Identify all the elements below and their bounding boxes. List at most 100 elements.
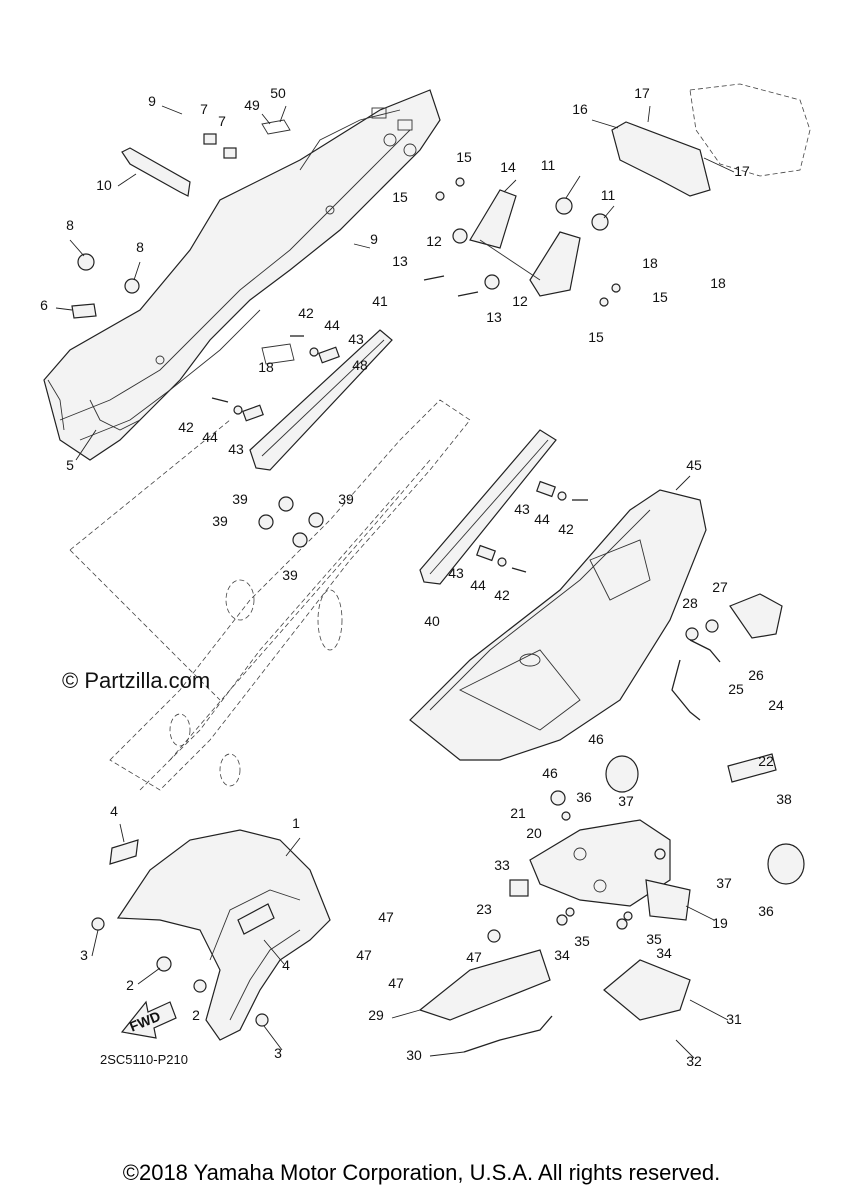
callout-c13b: 13: [486, 309, 502, 325]
callout-c19: 19: [712, 915, 728, 931]
clip-nut: [203, 133, 217, 145]
fwd-arrow: FWD: [120, 1000, 177, 1039]
tail-lens: [729, 593, 783, 639]
bracket-small: [71, 303, 97, 319]
grommet: [77, 253, 95, 271]
callout-c44c: 44: [534, 511, 550, 527]
callout-c17a: 17: [634, 85, 650, 101]
reflector-mount: [645, 879, 691, 921]
license-light-housing: [529, 819, 671, 907]
callout-c24: 24: [768, 697, 784, 713]
callout-c9a: 9: [148, 93, 156, 109]
diagram-code: 2SC5110-P210: [100, 1052, 188, 1067]
front-fender: [116, 829, 331, 1041]
clip-nut: [223, 147, 237, 159]
callout-c44d: 44: [470, 577, 486, 593]
tail-bracket-assembly: [423, 177, 621, 307]
callout-c32: 32: [686, 1053, 702, 1069]
callout-c23: 23: [476, 901, 492, 917]
callout-c7a: 7: [200, 101, 208, 117]
callout-c29: 29: [368, 1007, 384, 1023]
callout-c44b: 44: [202, 429, 218, 445]
callout-c20: 20: [526, 825, 542, 841]
callout-c34a: 34: [554, 947, 570, 963]
turn-signal-left: [605, 755, 639, 793]
callout-c7b: 7: [218, 113, 226, 129]
callout-c39c: 39: [212, 513, 228, 529]
callout-c25: 25: [728, 681, 744, 697]
turn-signal-right: [767, 843, 805, 885]
callout-c11a: 11: [541, 157, 556, 173]
callout-c35b: 35: [646, 931, 662, 947]
callout-c15b: 15: [392, 189, 408, 205]
callout-c50: 50: [270, 85, 286, 101]
callout-c8b: 8: [136, 239, 144, 255]
callout-c46a: 46: [588, 731, 604, 747]
damper: [509, 879, 529, 897]
callout-c41: 41: [372, 293, 388, 309]
callout-c42b: 42: [178, 419, 194, 435]
callout-c3b: 3: [274, 1045, 282, 1061]
watermark: © Partzilla.com: [62, 668, 211, 693]
callout-c39a: 39: [232, 491, 248, 507]
callout-c8a: 8: [66, 217, 74, 233]
callout-c28: 28: [682, 595, 698, 611]
callout-c40: 40: [424, 613, 440, 629]
bolt-set: [211, 335, 588, 573]
callout-c43d: 43: [448, 565, 464, 581]
callout-c5: 5: [66, 457, 74, 473]
callout-c49: 49: [244, 97, 260, 113]
callout-c15d: 15: [588, 329, 604, 345]
callout-c14: 14: [500, 159, 516, 175]
callout-c36a: 36: [576, 789, 592, 805]
callout-c37b: 37: [716, 875, 732, 891]
callout-c12b: 12: [512, 293, 528, 309]
callout-c18c: 18: [258, 359, 274, 375]
callout-c34b: 34: [656, 945, 672, 961]
warning-label: [261, 119, 291, 135]
callout-c47b: 47: [356, 947, 372, 963]
callout-c15c: 15: [652, 289, 668, 305]
fender-decal: [109, 839, 139, 865]
callout-c42d: 42: [494, 587, 510, 603]
rear-frame-assembly: [43, 89, 441, 461]
license-plate-bracket: [603, 959, 691, 1021]
callout-c35a: 35: [574, 933, 590, 949]
footrest-bracket: [418, 949, 551, 1021]
callout-c15a: 15: [456, 149, 472, 165]
callout-c11b: 11: [601, 187, 616, 203]
callout-c47d: 47: [466, 949, 482, 965]
nut-set: [258, 496, 324, 548]
callout-c10: 10: [96, 177, 112, 193]
callout-c26: 26: [748, 667, 764, 683]
callout-c48: 48: [352, 357, 368, 373]
grommet: [124, 278, 140, 294]
callout-c2b: 2: [192, 1007, 200, 1023]
callout-c3a: 3: [80, 947, 88, 963]
callout-c43b: 43: [228, 441, 244, 457]
callout-c43a: 43: [348, 331, 364, 347]
callout-c9b: 9: [370, 231, 378, 247]
copyright-notice: ©2018 Yamaha Motor Corporation, U.S.A. A…: [122, 1160, 721, 1185]
subframe-phantom: [69, 399, 471, 791]
stay: [463, 1015, 553, 1053]
callout-c47c: 47: [388, 975, 404, 991]
side-rail-right: [419, 429, 557, 585]
leader-lines: [55, 105, 735, 1059]
callout-c12a: 12: [426, 233, 442, 249]
callout-c16: 16: [572, 101, 588, 117]
callout-c45: 45: [686, 457, 702, 473]
callout-c31: 31: [726, 1011, 742, 1027]
callout-c38: 38: [776, 791, 792, 807]
callout-c44a: 44: [324, 317, 340, 333]
callout-c43c: 43: [514, 501, 530, 517]
caution-label: [261, 343, 295, 365]
callout-c18a: 18: [642, 255, 658, 271]
taillight-bracket: [611, 121, 711, 197]
callout-c33: 33: [494, 857, 510, 873]
callout-c37a: 37: [618, 793, 634, 809]
callout-c18b: 18: [710, 275, 726, 291]
callout-c17b: 17: [734, 163, 750, 179]
callout-c46b: 46: [542, 765, 558, 781]
